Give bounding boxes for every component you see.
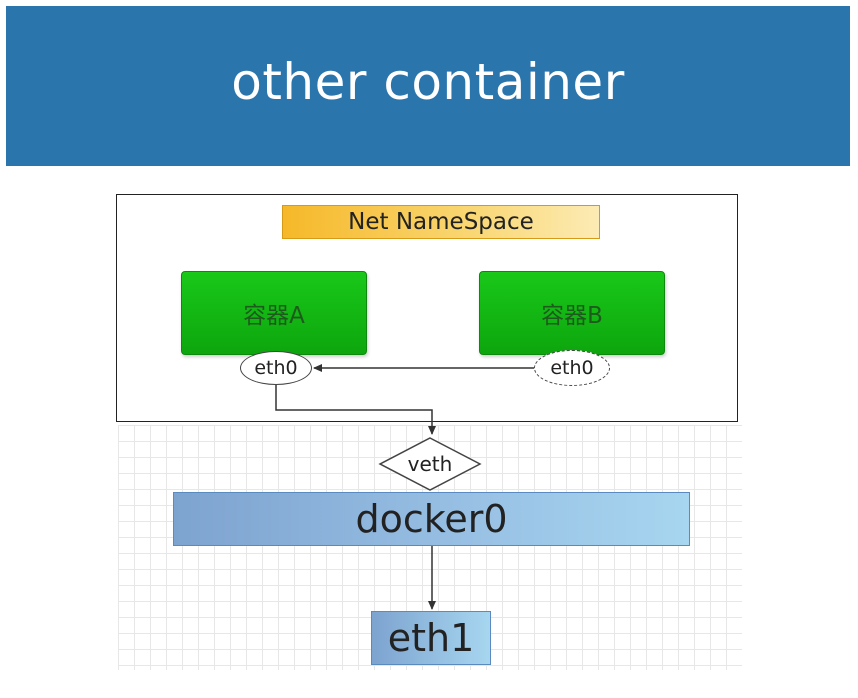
container-a-eth0: eth0 xyxy=(240,351,312,385)
eth1-interface: eth1 xyxy=(371,611,491,665)
container-b-box: 容器B xyxy=(479,271,665,355)
arrow-eth0a-to-veth xyxy=(275,385,436,435)
net-namespace-label: Net NameSpace xyxy=(282,205,600,239)
title-banner: other container xyxy=(6,6,850,166)
container-b-eth0: eth0 xyxy=(534,350,610,386)
page-title: other container xyxy=(231,53,625,111)
docker0-bridge: docker0 xyxy=(173,492,690,546)
veth-label: veth xyxy=(407,452,453,476)
veth-diamond xyxy=(378,437,482,491)
